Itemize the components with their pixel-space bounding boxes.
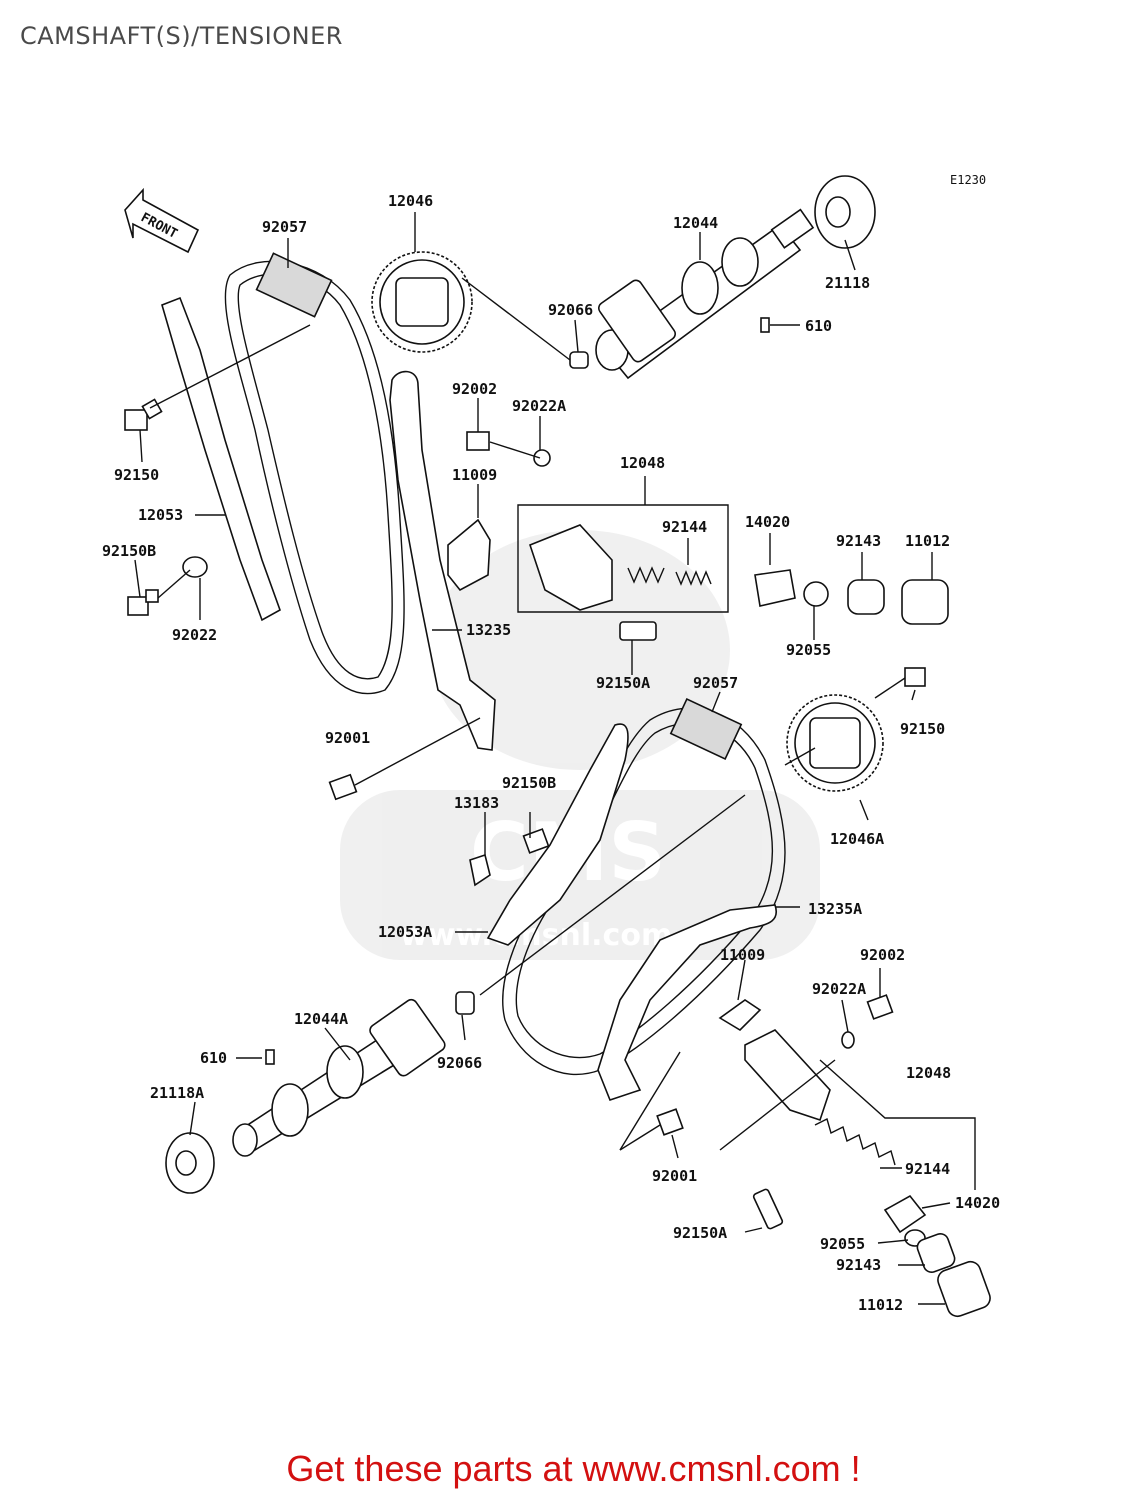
spacer-92066	[569, 351, 589, 369]
part-label-92066[interactable]: 92066	[548, 301, 593, 319]
part-label-11009[interactable]: 11009	[452, 466, 497, 484]
part-label-92001[interactable]: 92001	[325, 729, 370, 747]
oring-92055-upper	[803, 581, 829, 607]
part-label-92066-lower[interactable]: 92066	[437, 1054, 482, 1072]
promo-link[interactable]: Get these parts at www.cmsnl.com !	[286, 1448, 861, 1489]
part-label-92150-lower[interactable]: 92150	[900, 720, 945, 738]
part-label-92150[interactable]: 92150	[114, 466, 159, 484]
part-label-92022[interactable]: 92022	[172, 626, 217, 644]
part-label-12046A[interactable]: 12046A	[830, 830, 884, 848]
part-label-12046[interactable]: 12046	[388, 192, 433, 210]
part-label-92055[interactable]: 92055	[786, 641, 831, 659]
ring-14020-lower	[883, 1194, 927, 1234]
washer-92022A-upper	[533, 449, 551, 467]
diagram-code: E1230	[950, 173, 986, 187]
part-label-12044A[interactable]: 12044A	[294, 1010, 348, 1028]
part-labels: 12046 92057 12044 21118 92066 610 92002 …	[102, 192, 1000, 1314]
camshaft-12044A	[232, 998, 446, 1157]
part-label-13183[interactable]: 13183	[454, 794, 499, 812]
part-label-12048-lower[interactable]: 12048	[906, 1064, 951, 1082]
tensioner-assembly-bracket-12048-upper	[517, 504, 729, 613]
part-label-92022A-lower[interactable]: 92022A	[812, 980, 866, 998]
chain-guide-12053A	[486, 723, 629, 946]
part-label-92143[interactable]: 92143	[836, 532, 881, 550]
part-label-92150A[interactable]: 92150A	[596, 674, 650, 692]
part-label-13235A[interactable]: 13235A	[808, 900, 862, 918]
part-label-11012-lower[interactable]: 11012	[858, 1296, 903, 1314]
part-label-92144-lower[interactable]: 92144	[905, 1160, 950, 1178]
rotor-plate-21118A	[165, 1132, 215, 1194]
spacer-92066-lower	[455, 991, 475, 1015]
page-title: CAMSHAFT(S)/TENSIONER	[20, 22, 343, 50]
part-label-12053A[interactable]: 12053A	[378, 923, 432, 941]
tensioner-assembly-bracket-12048-lower	[819, 1059, 976, 1190]
part-label-92057-lower[interactable]: 92057	[693, 674, 738, 692]
gasket-11009-lower	[718, 999, 762, 1032]
pin-610-lower	[265, 1049, 275, 1065]
part-label-12053[interactable]: 12053	[138, 506, 183, 524]
cam-chain-upper	[224, 252, 405, 695]
tensioner-body-upper	[529, 524, 613, 611]
part-label-92055-lower[interactable]: 92055	[820, 1235, 865, 1253]
cap-11012-upper	[901, 579, 949, 625]
part-label-92150A-lower[interactable]: 92150A	[673, 1224, 727, 1242]
spring-92144-upper	[627, 566, 665, 584]
part-label-21118[interactable]: 21118	[825, 274, 870, 292]
ring-14020-upper	[754, 569, 796, 607]
pin-610	[760, 317, 770, 333]
part-label-13235[interactable]: 13235	[466, 621, 511, 639]
cap-11012-lower	[937, 1260, 991, 1318]
part-label-14020[interactable]: 14020	[745, 513, 790, 531]
part-label-14020-lower[interactable]: 14020	[955, 1194, 1000, 1212]
bracket-13183	[469, 853, 491, 887]
part-label-92001-lower[interactable]: 92001	[652, 1167, 697, 1185]
bolt-92150B-upper	[127, 589, 159, 616]
washer-92022	[182, 556, 208, 578]
tensioner-body-lower	[744, 1029, 831, 1122]
part-label-92002-lower[interactable]: 92002	[860, 946, 905, 964]
bolt-92001-lower	[656, 1108, 684, 1136]
watermark-url: www.cmsnl.com	[400, 918, 672, 953]
part-label-11009-lower[interactable]: 11009	[720, 946, 765, 964]
bolt-92002-upper	[466, 431, 490, 451]
part-label-92144[interactable]: 92144	[662, 518, 707, 536]
part-label-610-lower[interactable]: 610	[200, 1049, 227, 1067]
bolt-92150A-lower	[752, 1188, 784, 1230]
part-label-92150B-lower[interactable]: 92150B	[502, 774, 556, 792]
spring-92144-lower	[814, 1117, 896, 1166]
spring-inner-upper	[675, 570, 712, 586]
part-label-92022A[interactable]: 92022A	[512, 397, 566, 415]
cms-watermark: CMS www.cmsnl.com	[340, 530, 820, 960]
collar-92143-upper	[847, 579, 885, 615]
part-label-92150B[interactable]: 92150B	[102, 542, 156, 560]
part-label-92143-lower[interactable]: 92143	[836, 1256, 881, 1274]
bolt-92150A-upper	[619, 621, 657, 641]
part-label-11012[interactable]: 11012	[905, 532, 950, 550]
part-label-610[interactable]: 610	[805, 317, 832, 335]
bolt-92150-lower	[904, 667, 926, 687]
part-label-12044[interactable]: 12044	[673, 214, 718, 232]
part-label-92057[interactable]: 92057	[262, 218, 307, 236]
cam-sprocket-12046	[371, 251, 473, 353]
part-label-21118A[interactable]: 21118A	[150, 1084, 204, 1102]
leader-lines	[134, 212, 951, 1305]
exploded-parts-diagram: CMS www.cmsnl.com E1230 FRONT	[102, 173, 1000, 1318]
part-label-12048[interactable]: 12048	[620, 454, 665, 472]
bolt-92001-upper	[328, 773, 358, 801]
bolt-92150-upper	[124, 398, 163, 431]
collar-92143-lower	[916, 1233, 956, 1273]
camshaft-12044	[595, 208, 815, 380]
rotor-plate-21118	[814, 175, 876, 249]
washer-92022A-lower	[841, 1031, 855, 1049]
front-arrow-icon: FRONT	[124, 187, 200, 254]
chain-tensioner-arm-13235A	[597, 904, 777, 1101]
cam-sprocket-12046A	[786, 694, 884, 792]
gasket-11009-upper	[447, 518, 491, 592]
chain-tensioner-arm-13235	[389, 370, 496, 751]
part-label-92002[interactable]: 92002	[452, 380, 497, 398]
chain-guide-12053	[161, 296, 281, 622]
chain-links-lower	[669, 698, 743, 760]
bolt-92002-lower	[866, 994, 894, 1020]
